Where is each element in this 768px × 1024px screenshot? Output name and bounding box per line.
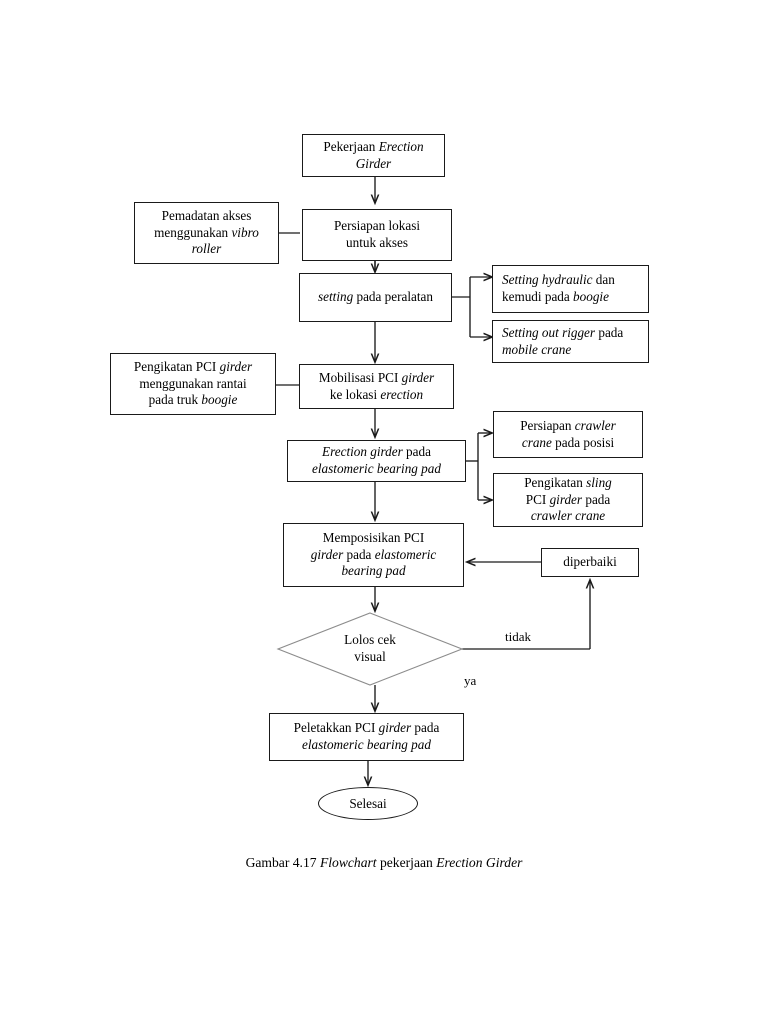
node-selesai: Selesai: [318, 787, 418, 820]
node-setting-peralatan: setting pada peralatan: [299, 273, 452, 322]
caption-prefix: Gambar 4.17: [245, 855, 320, 870]
caption-emphasis-flowchart: Flowchart: [319, 855, 377, 870]
caption-emphasis-title: Erection Girder: [436, 855, 523, 870]
node-diperbaiki: diperbaiki: [541, 548, 639, 577]
figure-caption: Gambar 4.17 Flowchart pekerjaan Erection…: [0, 855, 768, 871]
node-label: diperbaiki: [563, 554, 617, 570]
caption-middle: pekerjaan: [376, 855, 437, 870]
edge-label-tidak: tidak: [505, 629, 531, 644]
edge-label-ya: ya: [464, 673, 477, 688]
node-label: Selesai: [349, 795, 387, 811]
node-label: setting pada peralatan: [318, 289, 433, 305]
